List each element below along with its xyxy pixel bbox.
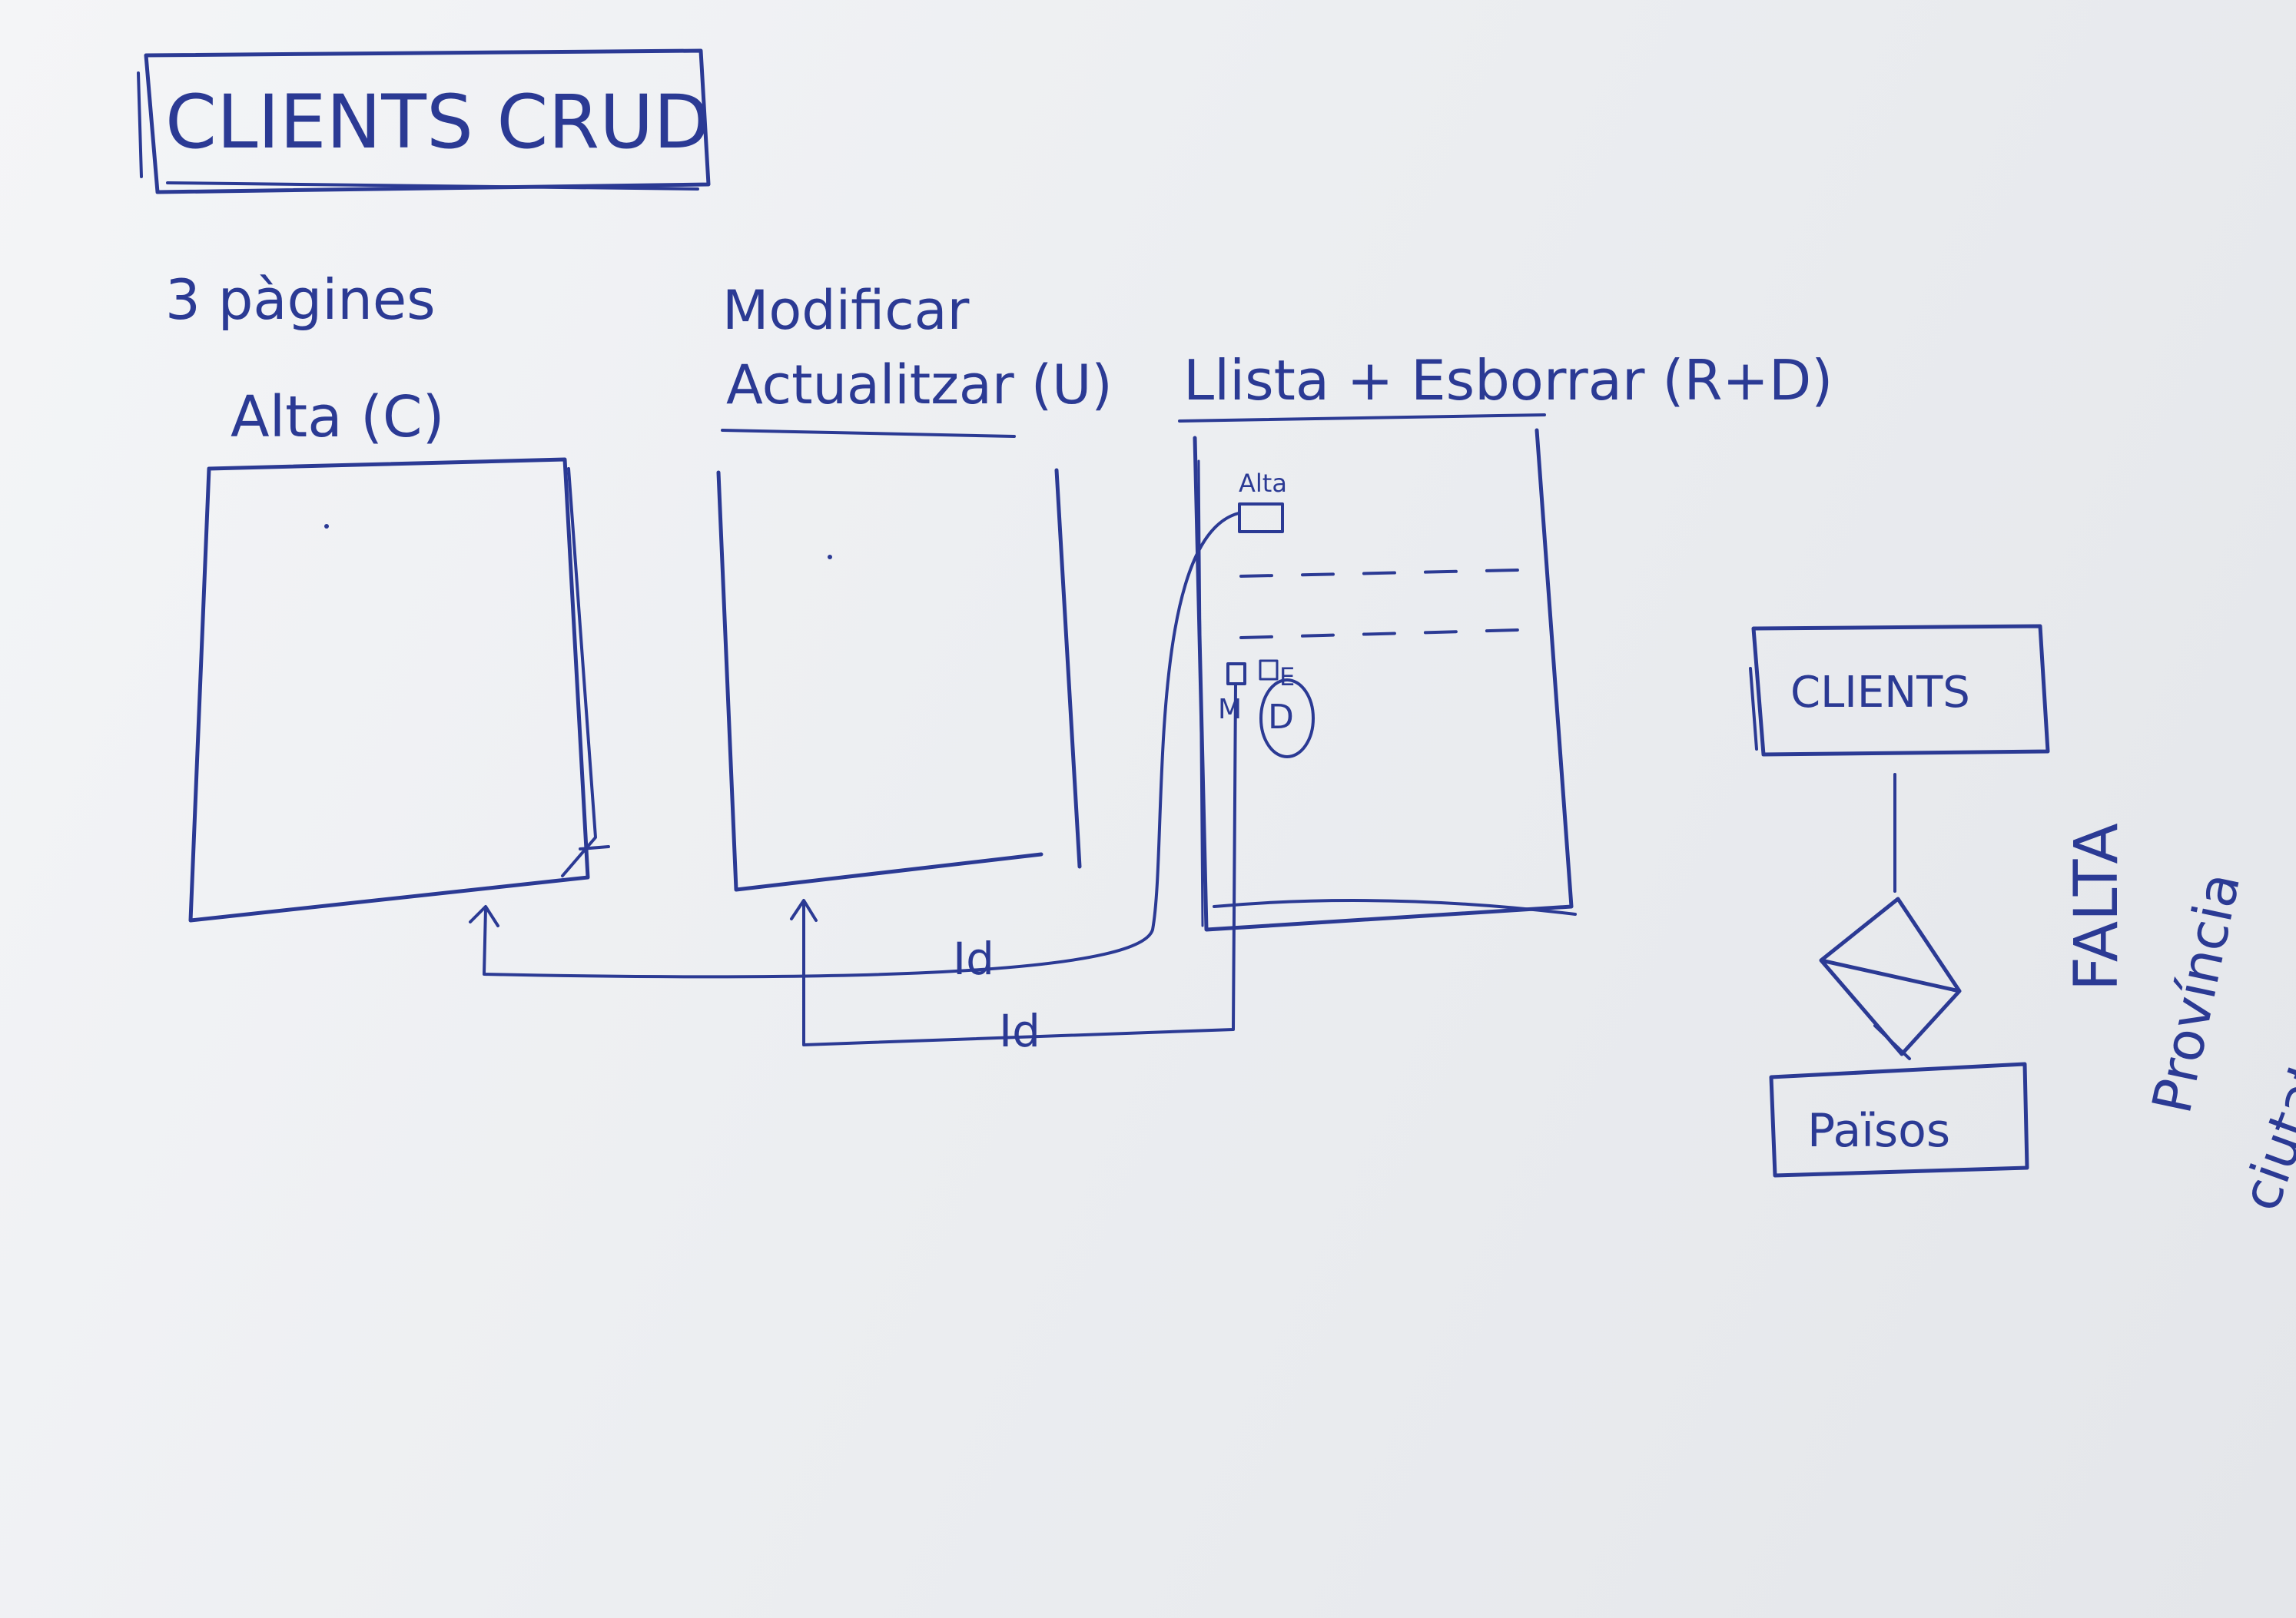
page-llista-label: Llista + Esborrar (R+D) <box>1183 348 1833 413</box>
dot-mark <box>828 555 832 559</box>
title-box: CLIENTS CRUD <box>137 48 711 194</box>
delete-button[interactable] <box>1259 678 1315 758</box>
relation-diamond <box>1819 897 1962 1056</box>
modify-button[interactable] <box>1226 662 1246 685</box>
edit-button[interactable] <box>1259 659 1279 681</box>
connector-alta <box>483 512 1240 979</box>
page-modificar-label-1: Modificar <box>722 279 970 342</box>
list-row <box>1239 628 1519 639</box>
delete-button-label: D <box>1268 698 1294 737</box>
entity-paisos: Països <box>1807 1104 1950 1158</box>
dot-mark <box>324 524 329 529</box>
er-diagram: CLIENTS Països FALTA Província ciutat <box>1749 624 2296 1218</box>
page-modificar-label-2: Actualitzar (U) <box>726 353 1113 416</box>
edit-button-label: E <box>1279 662 1295 691</box>
note-ciutat: ciutat <box>2228 1053 2296 1218</box>
note-provincia: Província <box>2140 867 2252 1119</box>
relation-line <box>1873 1024 1911 1060</box>
connector-id-label-1: Id <box>953 933 994 985</box>
modify-button-label: M <box>1218 694 1242 725</box>
subtitle: 3 pàgines <box>165 267 436 332</box>
connectors: Id Id <box>469 512 1240 1057</box>
alta-button[interactable] <box>1238 502 1284 533</box>
entity-clients: CLIENTS <box>1790 668 1970 718</box>
page-llista: Llista + Esborrar (R+D) Alta M E D <box>1178 348 1833 932</box>
page-title: CLIENTS CRUD <box>165 79 710 165</box>
note-falta: FALTA <box>2062 823 2132 991</box>
connector-id-label-2: Id <box>999 1005 1040 1057</box>
list-row <box>1239 569 1519 578</box>
page-modificar: Modificar Actualitzar (U) <box>716 279 1113 892</box>
page-alta: Alta (C) <box>188 384 610 923</box>
alta-button-label: Alta <box>1239 469 1287 498</box>
arrow-head <box>469 905 499 927</box>
page-alta-label: Alta (C) <box>231 384 444 450</box>
arrow-head <box>790 899 818 922</box>
connector-modify <box>802 682 1237 1046</box>
